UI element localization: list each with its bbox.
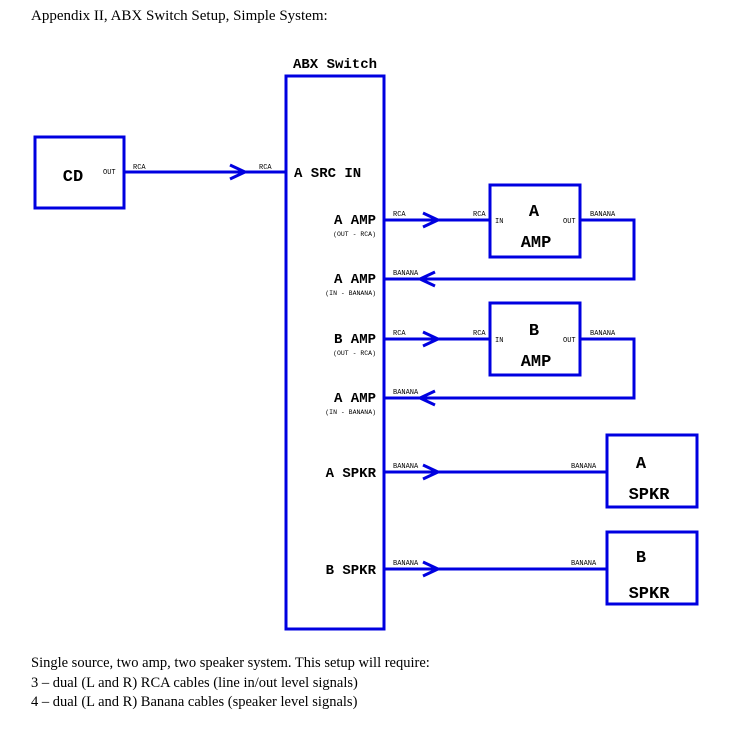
port-b-amp-out: B AMP: [334, 332, 376, 348]
cable-label-banana-spkr-a-switch: BANANA: [393, 463, 419, 471]
cable-label-rca-a-in: RCA: [473, 211, 486, 219]
amp-a-out-label: OUT: [563, 218, 576, 226]
footer-summary: Single source, two amp, two speaker syst…: [31, 655, 430, 671]
cable-label-banana-b-return: BANANA: [393, 389, 419, 397]
footer-banana-requirement: 4 – dual (L and R) Banana cables (speake…: [31, 694, 358, 710]
cd-to-switch-arrow: [229, 163, 249, 181]
footer-notes: Single source, two amp, two speaker syst…: [31, 654, 430, 713]
switch-to-speaker-b-arrow: [422, 560, 442, 578]
cd-out-label: OUT: [103, 169, 116, 177]
page-heading: Appendix II, ABX Switch Setup, Simple Sy…: [31, 8, 328, 24]
cable-label-rca-switch: RCA: [259, 164, 272, 172]
cable-label-banana-a-out: BANANA: [590, 211, 616, 219]
cable-label-banana-spkr-a: BANANA: [571, 463, 597, 471]
cable-label-rca-b-in: RCA: [473, 330, 486, 338]
port-b-amp-out-sub: (OUT - RCA): [333, 350, 376, 357]
port-a-amp-in: A AMP: [334, 272, 376, 288]
abx-switch-title: ABX Switch: [293, 57, 377, 73]
amp-a-letter: A: [529, 203, 540, 222]
port-b-amp-in-sub: (IN - BANANA): [325, 409, 376, 416]
amp-b-out-label: OUT: [563, 337, 576, 345]
amp-b-to-switch-arrow: [416, 389, 436, 407]
cable-label-rca-b-out: RCA: [393, 330, 406, 338]
amp-a-to-switch-cable: [384, 218, 636, 281]
switch-to-amp-a-arrow: [422, 211, 442, 229]
cable-label-banana-b-out: BANANA: [590, 330, 616, 338]
cable-label-banana-a-return: BANANA: [393, 270, 419, 278]
amp-b-in-label: IN: [495, 337, 503, 345]
port-b-spkr: B SPKR: [326, 563, 377, 579]
speaker-b-letter: B: [636, 549, 646, 568]
amp-b-word: AMP: [521, 353, 552, 372]
amp-b-to-switch-cable: [384, 337, 636, 400]
amp-a-word: AMP: [521, 234, 552, 253]
port-b-amp-in: A AMP: [334, 391, 376, 407]
speaker-a-word: SPKR: [629, 486, 671, 505]
port-a-amp-out: A AMP: [334, 213, 376, 229]
amp-a-in-label: IN: [495, 218, 503, 226]
cd-label: CD: [63, 168, 83, 187]
abx-wiring-diagram: ABX Switch A SRC IN A AMP (OUT - RCA) A …: [33, 57, 699, 631]
cable-label-rca-cd: RCA: [133, 164, 146, 172]
switch-to-amp-b-arrow: [422, 330, 442, 348]
amp-b-letter: B: [529, 322, 539, 341]
port-a-spkr: A SPKR: [326, 466, 377, 482]
footer-rca-requirement: 3 – dual (L and R) RCA cables (line in/o…: [31, 674, 358, 691]
cable-label-banana-spkr-b: BANANA: [571, 560, 597, 568]
amp-a-to-switch-arrow: [416, 270, 436, 288]
speaker-b-word: SPKR: [629, 585, 671, 604]
port-a-amp-out-sub: (OUT - RCA): [333, 231, 376, 238]
cable-label-rca-a-out: RCA: [393, 211, 406, 219]
port-a-src-in: A SRC IN: [294, 166, 361, 182]
cable-label-banana-spkr-b-switch: BANANA: [393, 560, 419, 568]
abx-switch-box: [284, 74, 386, 631]
switch-to-speaker-a-arrow: [422, 463, 442, 481]
port-a-amp-in-sub: (IN - BANANA): [325, 290, 376, 297]
speaker-a-letter: A: [636, 455, 647, 474]
